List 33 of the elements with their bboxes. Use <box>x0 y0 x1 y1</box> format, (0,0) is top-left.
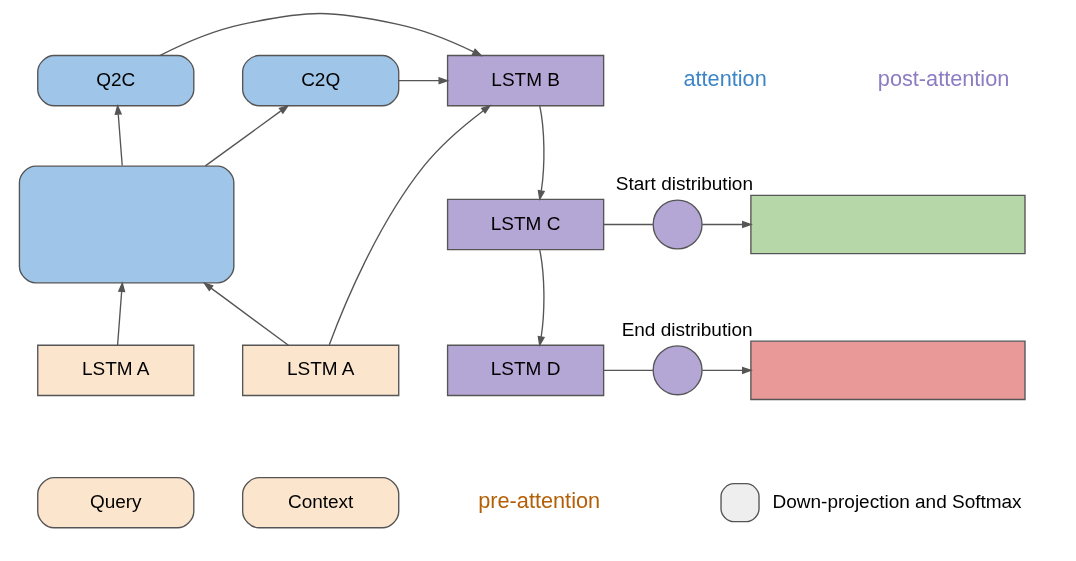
arrow <box>158 12 483 57</box>
node-box: LSTM B <box>446 54 604 107</box>
connector <box>602 369 654 372</box>
node-bar <box>749 194 1026 255</box>
node-box <box>18 165 234 284</box>
node-box: LSTM A <box>36 344 194 397</box>
legend-label: Down-projection and Softmax <box>772 490 1022 512</box>
node-box: LSTM D <box>446 344 604 397</box>
node-circle <box>652 199 703 250</box>
node-box: Q2C <box>36 54 194 107</box>
arrow <box>116 281 125 346</box>
connector <box>602 223 654 226</box>
node-box: LSTM C <box>446 198 604 251</box>
node-box: Query <box>36 476 194 529</box>
arrow <box>328 104 492 346</box>
node-box: C2Q <box>241 54 399 107</box>
node-circle <box>652 345 703 396</box>
arrow <box>114 103 123 167</box>
label: attention <box>682 65 767 91</box>
arrow <box>537 249 545 348</box>
node-box: Context <box>241 476 399 529</box>
node-box: LSTM A <box>241 344 399 397</box>
label: pre-attention <box>477 487 600 513</box>
label: post-attention <box>877 65 1009 91</box>
arrow <box>397 76 449 85</box>
arrow <box>701 366 753 375</box>
arrow <box>204 104 289 167</box>
node-bar <box>749 340 1026 401</box>
arrow <box>202 282 289 346</box>
arrow <box>701 220 753 229</box>
arrow <box>537 105 545 202</box>
node-label: Start distribution <box>615 173 753 195</box>
node-label: End distribution <box>621 319 753 341</box>
